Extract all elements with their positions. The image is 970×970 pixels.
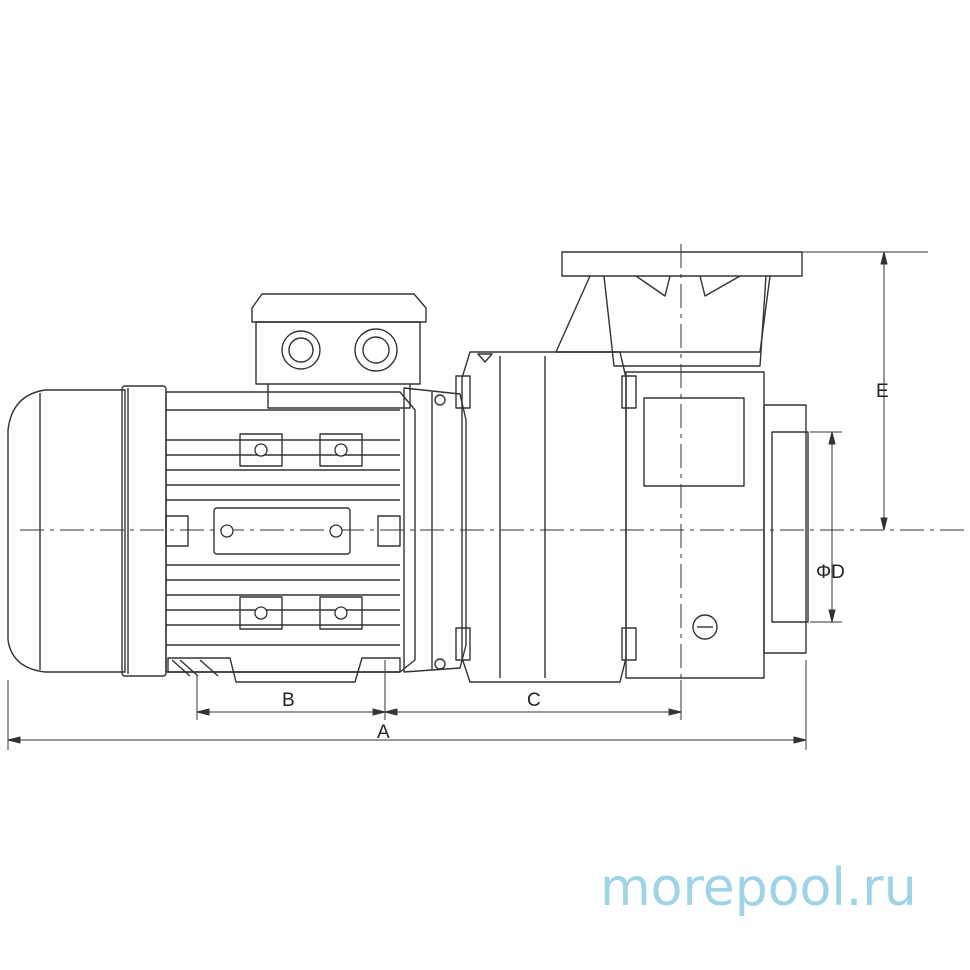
pump-volute [455, 351, 637, 683]
terminal-box [251, 293, 427, 409]
dimension-lines [7, 251, 888, 744]
watermark-logo: morepool.ru [600, 858, 917, 918]
dimension-label-a: A [377, 722, 390, 743]
dimension-label-d: ΦD [816, 562, 845, 583]
dimension-label-c: C [527, 690, 541, 711]
dimension-label-b: B [282, 690, 295, 711]
motor-body [165, 391, 416, 673]
centerlines [20, 244, 966, 716]
suction-port [763, 404, 809, 654]
strainer-housing [625, 371, 765, 679]
discharge-flange [555, 251, 803, 367]
bolt-symbols [220, 443, 348, 620]
fan-cover [7, 389, 126, 673]
extension-lines [7, 251, 928, 750]
dimension-label-e: E [876, 381, 889, 402]
motor-feet [167, 657, 401, 683]
bracket-housing [403, 387, 467, 673]
motor-end-flange [121, 385, 167, 677]
